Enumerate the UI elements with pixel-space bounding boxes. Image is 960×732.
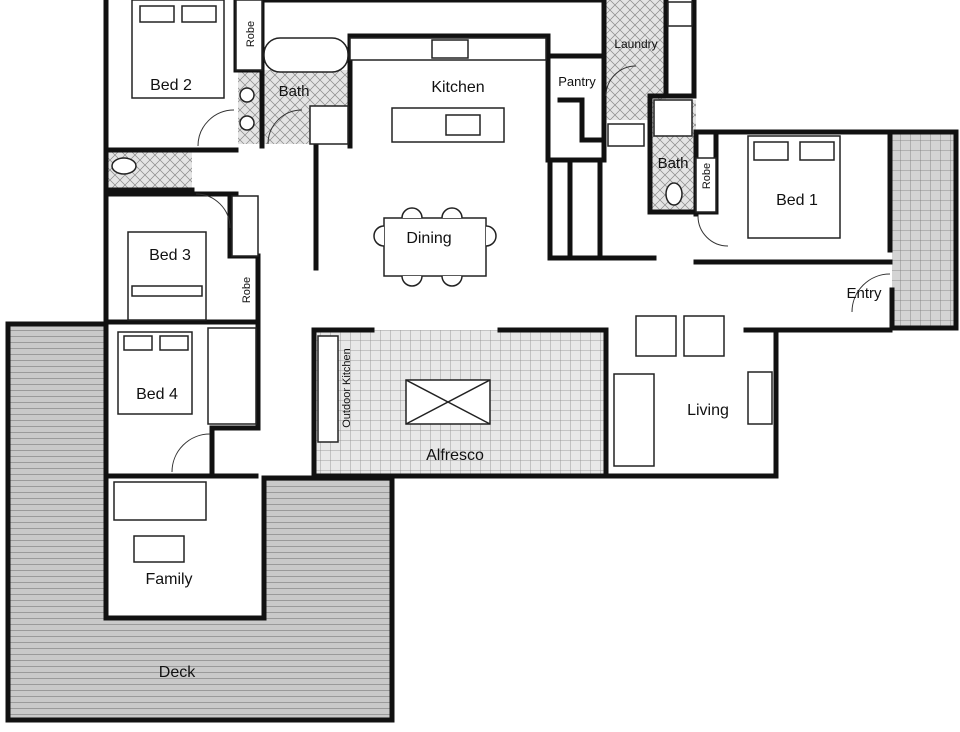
door-swings [171,65,891,473]
label-pantry: Pantry [558,74,596,89]
family-sofa [113,481,207,521]
outdoor-kitchen-bench [317,335,339,443]
bathtub-icon [263,37,349,73]
armchair-left [635,315,677,357]
deck-surface-right [264,478,392,720]
label-entry: Entry [846,285,882,302]
toilet-icon [665,182,683,206]
kitchen-island [391,107,505,143]
label-bed4: Bed 4 [136,386,178,403]
label-robe-bed3: Robe [241,277,253,303]
deck-surface [8,324,106,720]
label-robe-bed2: Robe [245,21,257,47]
bed3-bed [127,231,207,321]
room-labels: Bed 2 Bath Kitchen Pantry Laundry Bath B… [136,21,882,681]
basin-icon [239,87,255,103]
label-bed2: Bed 2 [150,77,192,94]
shower-icon [309,105,349,145]
label-bed1: Bed 1 [776,192,818,209]
wc-toilet-icon [111,157,137,175]
label-family: Family [145,571,192,588]
living-tv-unit [747,371,773,425]
label-kitchen: Kitchen [431,79,484,96]
deck-surface-bottom [106,618,266,720]
label-dining: Dining [406,230,451,247]
label-outdoor-kitchen: Outdoor Kitchen [341,348,353,428]
label-deck: Deck [159,664,196,681]
armchair-right [683,315,725,357]
label-living: Living [687,402,729,419]
label-bath-right: Bath [658,155,689,172]
label-laundry: Laundry [614,37,657,51]
label-bed3: Bed 3 [149,247,191,264]
label-robe-bed1: Robe [701,163,713,189]
living-sofa [613,373,655,467]
family-table [133,535,185,563]
label-bath-top: Bath [279,83,310,100]
cooktop-icon [431,39,469,59]
walls [5,0,959,723]
label-alfresco: Alfresco [426,447,484,464]
entry-porch-tiles [892,132,956,328]
dining-table [383,217,487,277]
fixtures [111,0,841,563]
